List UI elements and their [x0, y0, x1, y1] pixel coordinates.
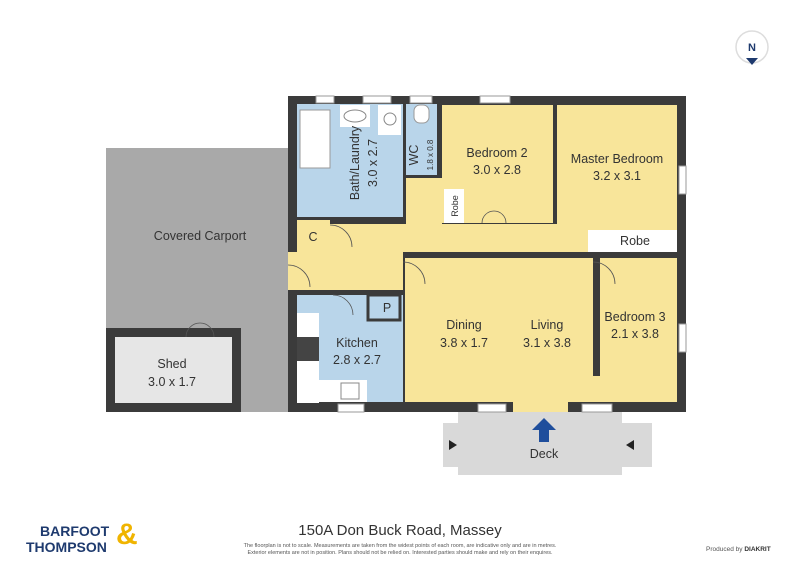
bath-size: 3.0 x 2.7	[366, 139, 380, 187]
cooktop-icon	[297, 337, 319, 361]
deck-label: Deck	[530, 447, 559, 461]
logo-line1: BARFOOT	[40, 523, 110, 539]
produced-by: Produced by DIAKRIT	[706, 546, 771, 553]
basin-icon	[343, 109, 367, 123]
bed3-size: 2.1 x 3.8	[611, 327, 659, 341]
vanity-icon	[340, 105, 370, 127]
kitchen-label: Kitchen	[336, 336, 378, 350]
bed2-size: 3.0 x 2.8	[473, 163, 521, 177]
living-nook	[593, 376, 613, 402]
pantry-label: P	[383, 301, 391, 315]
robe-master	[588, 230, 677, 252]
bathtub-icon	[299, 109, 331, 169]
toilet-icon	[413, 104, 430, 124]
compass-pointer-icon	[746, 58, 758, 65]
robe-bed2	[444, 189, 464, 223]
produced-by-label: Produced by	[706, 546, 743, 553]
dining-living	[405, 258, 593, 402]
wc-size: 1.8 x 0.8	[426, 139, 435, 170]
living-label: Living	[531, 318, 564, 332]
bed2-label: Bedroom 2	[466, 146, 527, 160]
wc-label: WC	[407, 145, 421, 166]
dining-label: Dining	[446, 318, 481, 332]
tub-icon	[378, 105, 401, 135]
doors	[185, 210, 616, 338]
robe-master-label: Robe	[620, 234, 650, 248]
compass-label: N	[748, 42, 756, 54]
hall-north	[406, 178, 442, 252]
producer-name: DIAKRIT	[744, 546, 771, 553]
master-bedroom	[557, 105, 677, 230]
deck-main	[458, 412, 622, 475]
bath-label: Bath/Laundry	[348, 125, 362, 200]
windows	[315, 95, 687, 413]
shed-size: 3.0 x 1.7	[148, 375, 196, 389]
deck-step-right-icon	[626, 440, 634, 450]
bed3-label: Bedroom 3	[604, 310, 665, 324]
logo-line2: THOMPSON	[26, 539, 107, 555]
property-address: 150A Don Buck Road, Massey	[298, 522, 502, 539]
logo-ampersand: &	[116, 518, 138, 551]
disclaimer-line-1: The floorplan is not to scale. Measureme…	[243, 543, 557, 549]
slider-opening	[513, 402, 568, 412]
entry-arrow-icon	[532, 418, 556, 442]
living-size: 3.1 x 3.8	[523, 336, 571, 350]
cupboard-label: C	[308, 230, 317, 244]
master-label: Master Bedroom	[571, 152, 663, 166]
shed-label: Shed	[157, 357, 186, 371]
dining-size: 3.8 x 1.7	[440, 336, 488, 350]
entry	[288, 252, 403, 290]
sink-icon	[340, 382, 360, 400]
carport-label: Covered Carport	[154, 229, 247, 243]
kitchen-sink-bench	[297, 380, 367, 402]
disclaimer-line-2: Exterior elements are not in position. P…	[247, 550, 553, 556]
deck-step-left-icon	[449, 440, 457, 450]
master-size: 3.2 x 3.1	[593, 169, 641, 183]
cupboard	[297, 220, 330, 253]
disclaimer: The floorplan is not to scale. Measureme…	[200, 543, 600, 557]
floor-plan: N Covered Carport Shed 3.0 x 1.7 Bath/La…	[106, 30, 769, 475]
kitchen-size: 2.8 x 2.7	[333, 353, 381, 367]
laundry-tub-icon	[383, 112, 397, 126]
robe-bed2-label: Robe	[450, 195, 460, 217]
shed-floor	[115, 337, 232, 403]
pantry	[366, 293, 402, 322]
brand-logo: BARFOOT THOMPSON	[26, 523, 109, 555]
